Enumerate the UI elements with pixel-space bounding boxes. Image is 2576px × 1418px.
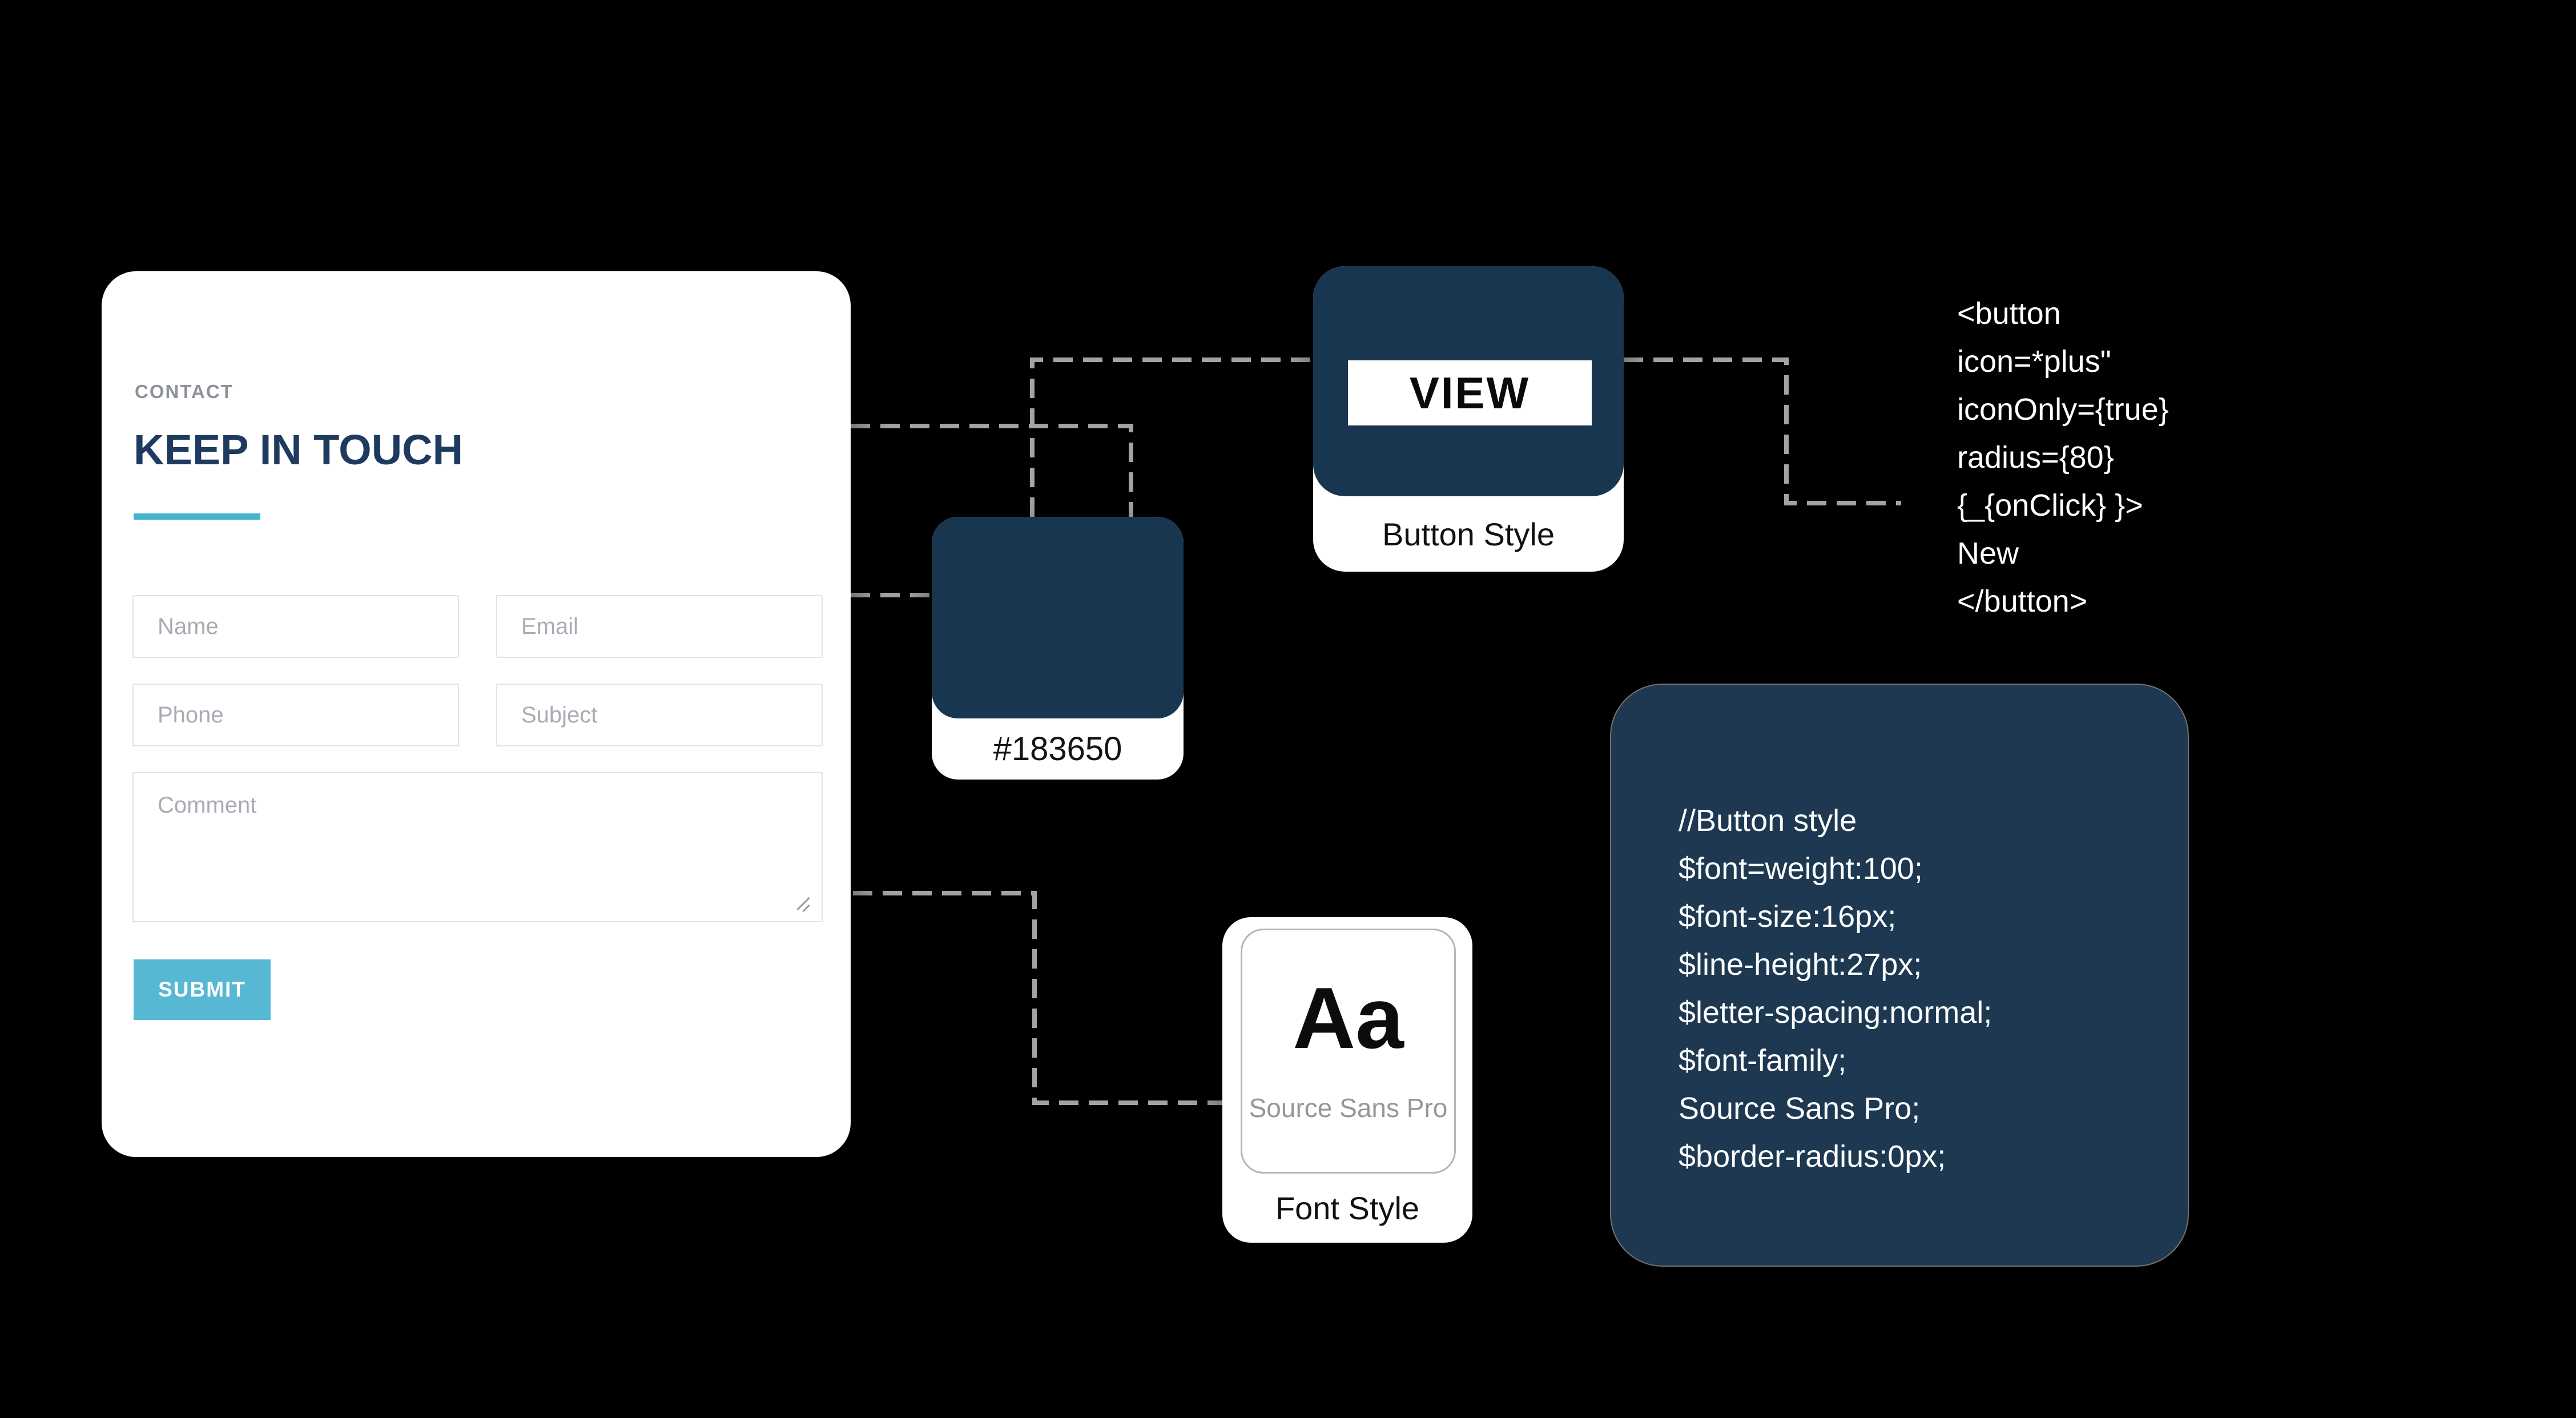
code-line: <button [1957,296,2061,331]
button-style-card: VIEW Button Style [1313,266,1624,572]
code-line: Source Sans Pro; [1679,1091,1921,1126]
code-line: radius={80} [1957,440,2114,475]
form-title: KEEP IN TOUCH [134,426,464,473]
code-line: $letter-spacing:normal; [1679,995,1993,1030]
color-swatch [932,517,1184,718]
view-button[interactable]: VIEW [1348,360,1592,425]
email-input[interactable] [496,595,823,658]
phone-input[interactable] [132,684,459,746]
connector-swatch-to-button-card [1030,357,1313,517]
button-demo-panel: VIEW [1313,266,1624,496]
code-line: icon=*plus" [1957,344,2111,379]
code-line: {_{onClick} }> [1957,488,2143,523]
font-specimen-box: Aa Source Sans Pro [1241,929,1456,1174]
code-line: iconOnly={true} [1957,392,2169,427]
font-style-caption: Font Style [1275,1190,1420,1226]
code-line: $font=weight:100; [1679,851,1923,886]
submit-button[interactable]: SUBMIT [134,959,271,1020]
font-style-card: Aa Source Sans Pro Font Style [1222,917,1472,1243]
connector-form-to-swatch-top [851,424,1133,517]
color-hex-label: #183650 [993,730,1122,768]
subject-input[interactable] [496,684,823,746]
code-line: //Button style [1679,804,1857,838]
comment-textarea[interactable] [132,772,823,922]
name-input[interactable] [132,595,459,658]
style-code-lines: //Button style $font=weight:100; $font-s… [1679,797,1992,1180]
code-line: </button> [1957,584,2088,618]
code-line: $border-radius:0px; [1679,1139,1946,1174]
resize-handle-icon[interactable] [794,895,813,914]
style-code-panel: //Button style $font=weight:100; $font-s… [1611,685,2188,1266]
title-underline [134,513,260,520]
font-specimen: Aa [1293,970,1404,1067]
code-line: $line-height:27px; [1679,947,1922,982]
code-line: $font-family; [1679,1043,1847,1078]
font-name-label: Source Sans Pro [1249,1093,1448,1123]
button-code-snippet: <button icon=*plus" iconOnly={true} radi… [1957,290,2169,625]
connector-form-to-font-card [853,891,1226,1105]
contact-form-card: CONTACT KEEP IN TOUCH SUBMIT [102,271,851,1157]
connector-button-card-to-code [1624,357,1901,505]
form-eyebrow: CONTACT [135,381,234,402]
button-style-caption: Button Style [1382,516,1555,552]
color-swatch-card: #183650 [932,517,1184,780]
code-line: New [1957,536,2019,571]
code-line: $font-size:16px; [1679,899,1897,934]
